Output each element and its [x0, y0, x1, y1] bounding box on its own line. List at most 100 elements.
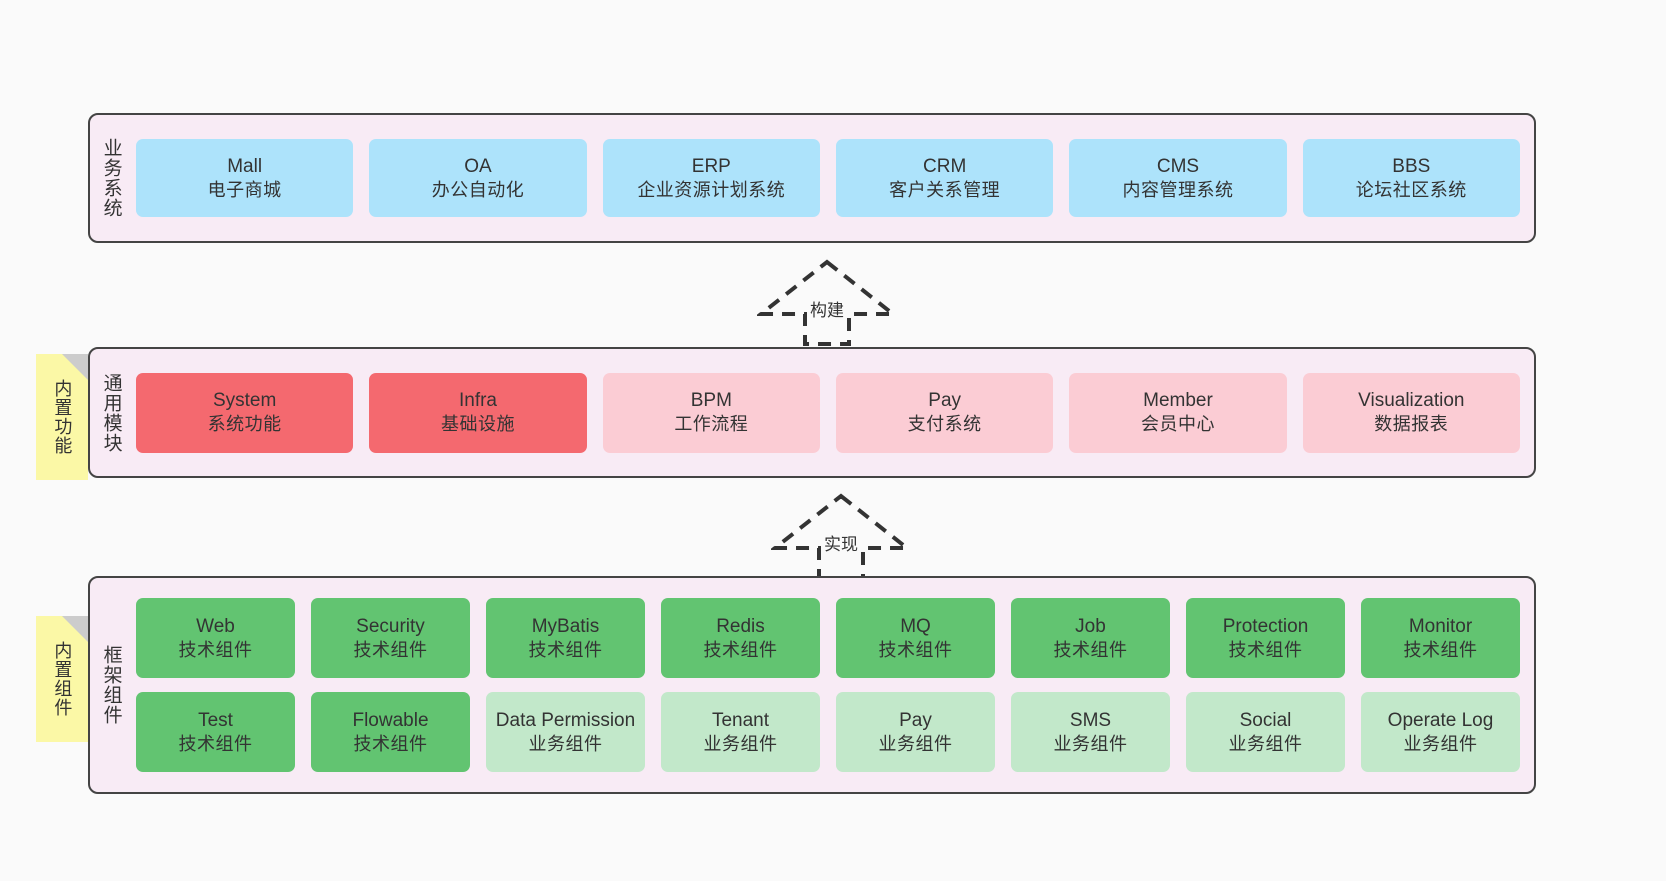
- node-title-cn: 技术组件: [703, 639, 778, 660]
- node-title-en: Member: [1143, 390, 1213, 412]
- node-title-en: Security: [356, 615, 425, 637]
- node-title-en: Protection: [1222, 615, 1309, 637]
- node-title-en: Pay: [899, 709, 932, 731]
- node-title-en: SMS: [1069, 709, 1112, 731]
- node-title-cn: 技术组件: [178, 733, 253, 754]
- node-title-cn: 业务组件: [878, 733, 953, 754]
- node-title-en: MQ: [900, 615, 931, 637]
- node-title-cn: 技术组件: [1228, 639, 1303, 660]
- note-fold-corner-icon: [62, 616, 88, 642]
- node-title-en: CMS: [1156, 155, 1200, 177]
- node-title-cn: 技术组件: [878, 639, 953, 660]
- sticky-note-builtin-components: 内置组件: [36, 616, 88, 742]
- node-title-cn: 办公自动化: [431, 179, 525, 200]
- node-title-en: Social: [1239, 709, 1292, 731]
- node-title-en: Flowable: [352, 709, 429, 731]
- node-title-cn: 支付系统: [907, 414, 982, 435]
- node-title-en: OA: [464, 155, 492, 177]
- node-title-en: ERP: [691, 155, 731, 177]
- node-title-cn: 工作流程: [674, 414, 749, 435]
- node-title-cn: 技术组件: [1403, 639, 1478, 660]
- sticky-note-builtin-features-label: 内置功能: [52, 379, 73, 455]
- layer-label-framework-component: 框架组件: [100, 645, 122, 725]
- node-title-cn: 业务组件: [1403, 733, 1478, 754]
- node-title-en: BPM: [690, 390, 732, 412]
- node-title-cn: 业务组件: [528, 733, 603, 754]
- sticky-note-builtin-components-label: 内置组件: [52, 641, 73, 717]
- node-title-cn: 技术组件: [178, 639, 253, 660]
- node-title-en: Tenant: [711, 709, 770, 731]
- node-title-en: BBS: [1392, 155, 1431, 177]
- node-title-en: Web: [196, 615, 235, 637]
- node-title-en: Operate Log: [1387, 709, 1494, 731]
- node-title-en: Job: [1075, 615, 1106, 637]
- node-title-cn: 业务组件: [1053, 733, 1128, 754]
- node-title-cn: 内容管理系统: [1122, 179, 1234, 200]
- node-title-en: CRM: [923, 155, 967, 177]
- node-title-en: Data Permission: [495, 709, 636, 731]
- node-title-en: Visualization: [1358, 390, 1465, 412]
- connector-implement: 实现: [771, 492, 911, 580]
- node-title-cn: 企业资源计划系统: [637, 179, 786, 200]
- note-fold-corner-icon: [62, 354, 88, 380]
- node-title-cn: 基础设施: [440, 414, 515, 435]
- node-title-en: Redis: [716, 615, 765, 637]
- node-title-cn: 电子商城: [207, 179, 282, 200]
- node-title-en: Mall: [227, 155, 263, 177]
- node-title-en: Test: [198, 709, 233, 731]
- node-title-cn: 业务组件: [703, 733, 778, 754]
- node-title-en: Infra: [458, 390, 497, 412]
- node-title-cn: 技术组件: [353, 733, 428, 754]
- connector-build-label: 构建: [808, 296, 846, 321]
- layer-label-common-module: 通用模块: [100, 372, 122, 453]
- node-title-en: System: [212, 390, 277, 412]
- node-title-en: Monitor: [1408, 615, 1473, 637]
- connector-build-shape: [757, 259, 897, 346]
- node-title-cn: 技术组件: [353, 639, 428, 660]
- node-title-cn: 客户关系管理: [889, 179, 1001, 200]
- node-title-cn: 技术组件: [1053, 639, 1128, 660]
- connector-build: 构建: [757, 258, 897, 346]
- node-title-cn: 论坛社区系统: [1355, 179, 1467, 200]
- node-title-cn: 技术组件: [528, 639, 603, 660]
- sticky-note-builtin-features: 内置功能: [36, 354, 88, 480]
